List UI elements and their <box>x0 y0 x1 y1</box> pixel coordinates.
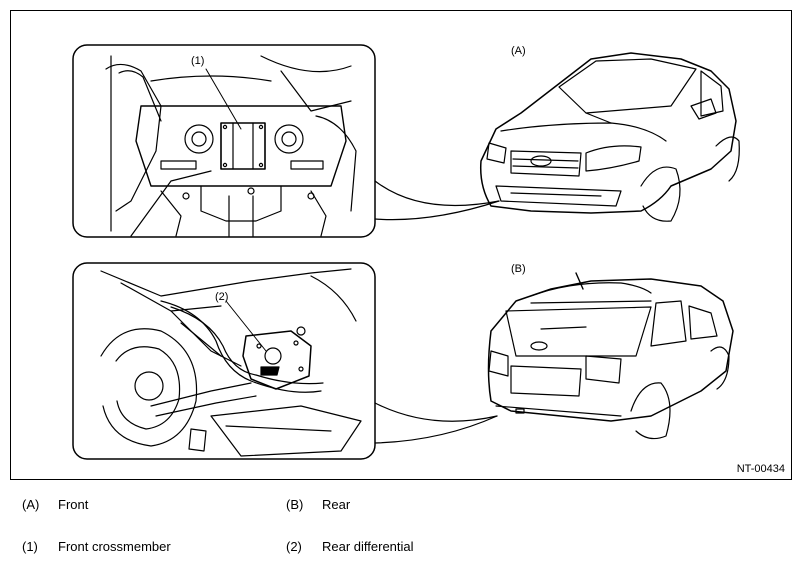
legend-text: Rear differential <box>322 539 414 554</box>
rear-detail-panel <box>72 262 498 460</box>
front-detail-panel <box>72 44 500 238</box>
callout-1-label: (1) <box>191 55 205 67</box>
legend-item-a: (A) Front <box>22 497 88 512</box>
legend-text: Rear <box>322 497 351 512</box>
car-front-view <box>479 52 740 222</box>
figure-code: NT-00434 <box>736 463 785 475</box>
diagram-frame: (1) (A) (2) (B) NT-00434 <box>10 10 792 480</box>
car-rear-view <box>487 272 734 440</box>
diagram-drawing <box>72 44 740 460</box>
legend-key: (1) <box>22 539 38 554</box>
legend-key: (A) <box>22 497 40 512</box>
legend-text: Front <box>58 497 89 512</box>
callout-2-label: (2) <box>215 291 229 303</box>
legend-item-2: (2) Rear differential <box>286 539 414 554</box>
legend-key: (2) <box>286 539 302 554</box>
front-view-label: (A) <box>511 45 526 57</box>
legend-item-b: (B) Rear <box>286 497 350 512</box>
legend-key: (B) <box>286 497 304 512</box>
legend-text: Front crossmember <box>58 539 171 554</box>
legend-item-1: (1) Front crossmember <box>22 539 171 554</box>
rear-view-label: (B) <box>511 263 526 275</box>
